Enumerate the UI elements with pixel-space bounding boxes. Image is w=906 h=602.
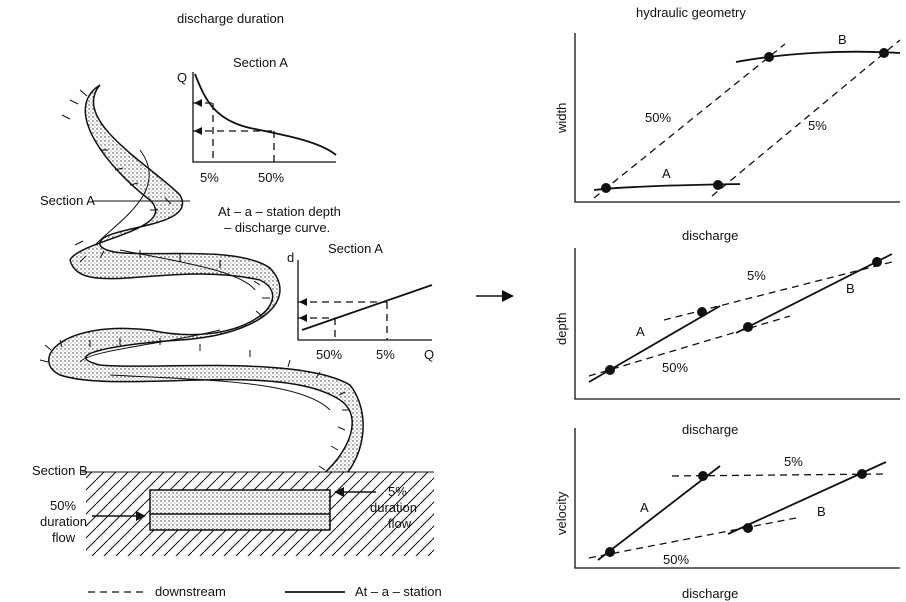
inset-depth-axes	[297, 260, 432, 341]
inset-depth-tick-50: 50%	[316, 347, 342, 362]
width-label-b: B	[838, 32, 847, 47]
legend: downstream At – a – station	[88, 584, 442, 599]
velocity-y-label: velocity	[554, 491, 569, 535]
velocity-point-b5	[857, 469, 867, 479]
width-line-b	[735, 50, 901, 63]
section-a-label: Section A	[40, 193, 95, 208]
flow-5-label-2: duration	[370, 500, 417, 515]
velocity-x-label: discharge	[682, 586, 738, 601]
station-curve-caption-1: At – a – station depth	[218, 204, 341, 219]
width-x-label: discharge	[682, 228, 738, 243]
inset-duration-title: Section A	[233, 55, 288, 70]
discharge-duration-title: discharge duration	[177, 11, 284, 26]
depth-point-b50	[743, 322, 753, 332]
depth-point-a50	[605, 365, 615, 375]
flow-50-arrowhead	[136, 511, 146, 521]
velocity-point-a50	[605, 547, 615, 557]
velocity-point-a5	[698, 471, 708, 481]
duration-curve	[194, 73, 337, 156]
inset-duration-curve: Section A Q 5% 50%	[177, 55, 337, 185]
section-b-label: Section B	[32, 463, 88, 478]
depth-label-50: 50%	[662, 360, 688, 375]
flow-line	[94, 149, 150, 246]
velocity-label-a: A	[640, 500, 649, 515]
velocity-label-b: B	[817, 504, 826, 519]
inset-duration-tick-5: 5%	[200, 170, 219, 185]
velocity-label-5: 5%	[784, 454, 803, 469]
duration-5-arrowhead	[194, 99, 202, 107]
station-curve-caption-2: – discharge curve.	[224, 220, 330, 235]
inset-duration-y-label: Q	[177, 70, 187, 85]
width-point-a5	[713, 180, 723, 190]
depth-axes	[574, 248, 900, 400]
flow-5-label: 5%	[388, 484, 407, 499]
width-point-a50	[601, 183, 611, 193]
panel-depth: depth A B 50% 5% discharge	[554, 248, 900, 437]
flow-50-label-2: duration	[40, 514, 87, 529]
depth-label-5: 5%	[747, 268, 766, 283]
flow-5-arrowhead	[334, 487, 344, 497]
velocity-axes	[574, 428, 900, 569]
depth-point-b5	[872, 257, 882, 267]
section-b-cross-section	[82, 471, 434, 556]
channel-bed	[48, 84, 364, 491]
transition-arrowhead	[502, 290, 514, 302]
depth-dash-50	[588, 315, 791, 377]
flow-5-label-3: flow	[388, 516, 412, 531]
river-channel	[39, 84, 364, 491]
duration-50-arrowhead	[194, 127, 202, 135]
width-point-b50	[764, 52, 774, 62]
flow-line	[119, 249, 256, 291]
width-label-5: 5%	[808, 118, 827, 133]
panel-width: width A B 50% 5% discharge	[554, 32, 901, 243]
width-label-a: A	[662, 166, 671, 181]
width-point-b5	[879, 48, 889, 58]
depth-x-label: discharge	[682, 422, 738, 437]
bank-ticks	[39, 89, 350, 471]
width-dash-5	[711, 39, 901, 197]
flow-line	[109, 374, 331, 411]
depth-label-a: A	[636, 324, 645, 339]
depth-point-a5	[697, 307, 707, 317]
flow-50-label: 50%	[50, 498, 76, 513]
width-label-50: 50%	[645, 110, 671, 125]
inset-duration-tick-50: 50%	[258, 170, 284, 185]
hydraulic-geometry-title: hydraulic geometry	[636, 5, 746, 20]
inset-depth-title: Section A	[328, 241, 383, 256]
velocity-label-50: 50%	[663, 552, 689, 567]
inset-depth-tick-5: 5%	[376, 347, 395, 362]
depth-5-arrowhead	[299, 298, 307, 306]
width-dash-50	[593, 43, 786, 199]
inset-depth-y-label: d	[287, 250, 294, 265]
width-axes	[574, 33, 900, 203]
legend-downstream: downstream	[155, 584, 226, 599]
depth-50-arrowhead	[299, 314, 307, 322]
panel-velocity: velocity A B 50% 5% discharge	[554, 428, 900, 601]
flow-50-label-3: flow	[52, 530, 76, 545]
depth-curve	[301, 284, 433, 331]
inset-depth-x-label: Q	[424, 347, 434, 362]
velocity-point-b50	[743, 523, 753, 533]
inset-duration-axes	[192, 72, 336, 163]
depth-y-label: depth	[554, 312, 569, 345]
channel-cross-section	[149, 489, 331, 531]
depth-label-b: B	[846, 281, 855, 296]
inset-depth-curve: Section A d 50% 5% Q	[287, 241, 434, 362]
legend-at-a-station: At – a – station	[355, 584, 442, 599]
velocity-dash-50	[588, 517, 797, 559]
width-y-label: width	[554, 103, 569, 134]
flow-line	[79, 329, 221, 363]
velocity-line-a	[597, 465, 721, 561]
depth-line-b	[735, 253, 893, 334]
